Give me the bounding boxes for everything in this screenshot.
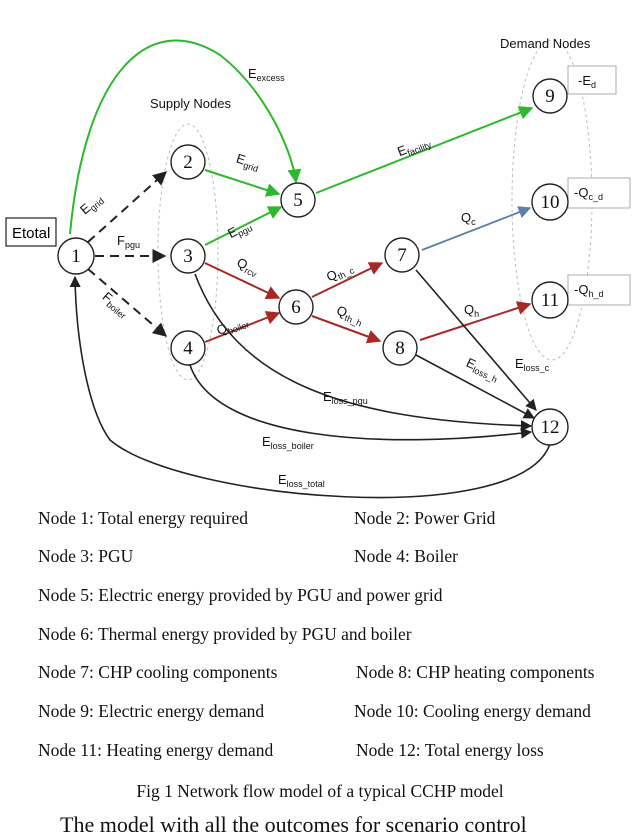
edge-1-3: Fpgu — [95, 233, 167, 263]
svg-text:Egrid: Egrid — [77, 191, 106, 219]
svg-text:Qc: Qc — [461, 210, 476, 227]
svg-text:10: 10 — [541, 192, 560, 213]
legend-row: Node 1: Total energy required Node 2: Pow… — [38, 508, 495, 529]
legend-node-6: Node 6: Thermal energy provided by PGU a… — [38, 624, 412, 644]
legend-node-9: Node 9: Electric energy demand — [38, 701, 265, 721]
legend-node-8: Node 8: CHP heating components — [356, 662, 595, 682]
node-5: 5 — [280, 182, 316, 218]
svg-text:5: 5 — [293, 190, 303, 211]
legend-node-1: Node 1: Total energy required — [38, 508, 249, 528]
edge-7-10: Qc — [421, 206, 532, 251]
legend-row: Node 7: CHP cooling components Node 8: CH… — [38, 662, 595, 683]
legend-row: Node 9: Electric energy demand Node 10: C… — [38, 701, 591, 722]
edge-7-12: Eloss_c — [415, 269, 550, 411]
supply-nodes-label: Supply Nodes — [150, 96, 231, 111]
edge-8-11: Qh — [419, 301, 532, 341]
edge-2-5: Egrid — [204, 151, 281, 197]
legend-node-12: Node 12: Total energy loss — [356, 740, 544, 760]
svg-text:Qh: Qh — [464, 302, 479, 319]
legend-node-4: Node 4: Boiler — [354, 546, 459, 566]
edge-6-8: Qth_h — [311, 303, 382, 344]
legend-node-2: Node 2: Power Grid — [354, 508, 496, 528]
demand-box-10: -Qc_d — [567, 177, 631, 209]
edge-1-2: Egrid — [77, 171, 168, 243]
svg-text:Eloss_boiler: Eloss_boiler — [262, 434, 314, 451]
edge-4-12: Eloss_boiler — [189, 364, 533, 451]
legend-node-10: Node 10: Cooling energy demand — [354, 701, 591, 721]
svg-text:7: 7 — [397, 245, 407, 266]
svg-text:12: 12 — [541, 417, 560, 438]
svg-text:-Ed: -Ed — [578, 73, 596, 90]
svg-text:Qrcv: Qrcv — [234, 255, 262, 280]
svg-text:Eloss_pgu: Eloss_pgu — [323, 389, 368, 406]
legend-node-11: Node 11: Heating energy demand — [38, 740, 274, 760]
edge-12-1-loss-total: Eloss_total — [69, 275, 551, 499]
figure-caption: Fig 1 Network flow model of a typical CC… — [136, 781, 504, 801]
svg-text:Egrid: Egrid — [234, 151, 262, 174]
edge-1-5-excess: Eexcess — [69, 39, 302, 235]
svg-text:6: 6 — [291, 297, 301, 318]
node-10: 10 — [531, 183, 569, 221]
etotal-label: Etotal — [12, 225, 50, 242]
legend-row: Node 6: Thermal energy provided by PGU a… — [38, 624, 412, 645]
body-text-partial: The model with all the outcomes for scen… — [60, 812, 527, 837]
svg-text:Fpgu: Fpgu — [117, 233, 140, 250]
svg-text:Epgu: Epgu — [225, 217, 254, 243]
svg-text:Eloss_total: Eloss_total — [278, 472, 325, 489]
node-8: 8 — [382, 330, 418, 366]
svg-text:4: 4 — [183, 338, 193, 359]
legend-row: Node 3: PGU Node 4: Boiler — [38, 546, 458, 567]
node-6: 6 — [278, 289, 314, 325]
demand-box-9: -Ed — [567, 65, 617, 95]
svg-text:Eloss_h: Eloss_h — [463, 355, 502, 385]
legend-node-7: Node 7: CHP cooling components — [38, 662, 278, 682]
node-3: 3 — [170, 238, 206, 274]
node-7: 7 — [384, 237, 420, 273]
node-2: 2 — [170, 144, 206, 180]
svg-text:-Qh_d: -Qh_d — [574, 282, 603, 299]
svg-text:Qth_c: Qth_c — [324, 259, 356, 286]
node-11: 11 — [531, 281, 569, 319]
node-9: 9 — [532, 78, 568, 114]
svg-text:Fboiler: Fboiler — [98, 289, 132, 321]
demand-nodes-label: Demand Nodes — [500, 36, 591, 51]
node-12: 12 — [531, 408, 569, 446]
svg-text:Eloss_c: Eloss_c — [515, 356, 550, 373]
etotal-box: Etotal — [5, 217, 57, 247]
svg-text:2: 2 — [183, 152, 193, 173]
edge-3-6: Qrcv — [204, 255, 281, 299]
demand-box-11: -Qh_d — [567, 274, 631, 306]
edge-3-12: Eloss_pgu — [194, 273, 533, 432]
legend-node-5: Node 5: Electric energy provided by PGU … — [38, 585, 443, 605]
edge-5-9: Efacility — [315, 106, 534, 194]
node-1: 1 — [57, 237, 95, 275]
legend-row: Node 5: Electric energy provided by PGU … — [38, 585, 443, 606]
edge-6-7: Qth_c — [311, 259, 384, 298]
edge-1-4: Fboiler — [87, 268, 168, 337]
svg-text:11: 11 — [541, 290, 559, 311]
svg-text:3: 3 — [183, 246, 193, 267]
node-4: 4 — [170, 330, 206, 366]
svg-text:8: 8 — [395, 338, 405, 359]
svg-text:Eexcess: Eexcess — [248, 66, 285, 83]
legend-node-3: Node 3: PGU — [38, 546, 134, 566]
legend-row: Node 11: Heating energy demand Node 12: T… — [38, 740, 544, 761]
svg-text:1: 1 — [71, 246, 81, 267]
svg-text:Efacility: Efacility — [395, 133, 433, 161]
svg-text:-Qc_d: -Qc_d — [574, 185, 603, 202]
network-flow-diagram: Supply Nodes Demand Nodes Egrid Fpgu Fbo… — [5, 36, 631, 499]
svg-text:9: 9 — [545, 86, 555, 107]
edge-4-6: Qboiler — [204, 311, 281, 343]
